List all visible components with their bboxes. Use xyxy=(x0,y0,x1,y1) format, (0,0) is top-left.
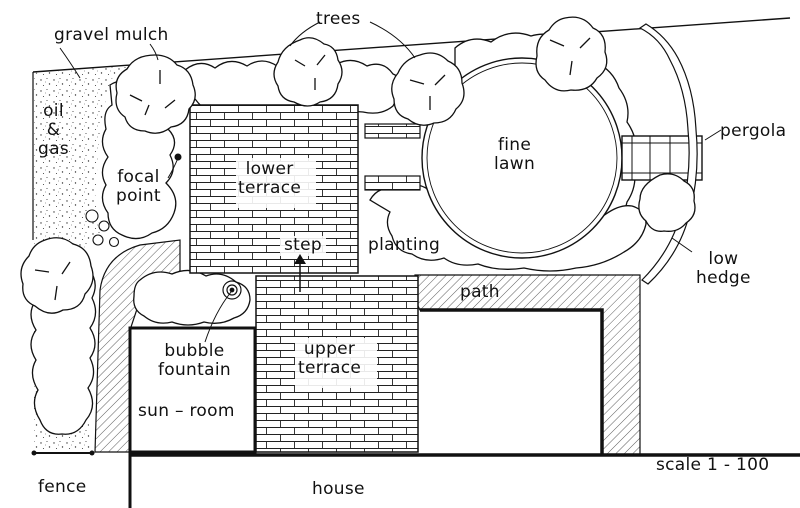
label-upper-terrace-word: terrace xyxy=(298,358,362,378)
label-hedge: hedge xyxy=(696,268,751,288)
bubble-fountain-symbol xyxy=(222,280,242,300)
label-lower: lower xyxy=(245,159,294,179)
label-bubble: bubble xyxy=(164,341,225,361)
tree-top-center xyxy=(273,37,343,107)
label-fountain: fountain xyxy=(158,360,231,380)
label-ampersand: & xyxy=(46,120,61,140)
step-arrowhead xyxy=(294,254,306,264)
label-path: path xyxy=(460,282,500,302)
label-low-hedge: low hedge xyxy=(696,250,751,288)
label-lower-terrace-word: terrace xyxy=(238,178,302,198)
label-upper: upper xyxy=(303,339,356,359)
upper-terrace xyxy=(255,275,419,453)
label-point: point xyxy=(116,186,161,206)
label-low: low xyxy=(708,249,739,269)
tree-top-right xyxy=(391,52,465,126)
focal-point-marker xyxy=(174,153,182,161)
label-focal: focal xyxy=(117,167,160,187)
label-lower-terrace: lower terrace xyxy=(238,160,301,198)
label-lawn: lawn xyxy=(494,154,536,174)
upper-terrace-label-bg xyxy=(295,338,377,388)
tree-far-right xyxy=(535,16,608,92)
label-oil-gas: oil & gas xyxy=(38,102,69,159)
label-gas: gas xyxy=(38,139,69,159)
label-planting: planting xyxy=(368,235,441,255)
label-sun-room: sun – room xyxy=(138,401,235,421)
tree-left-lower xyxy=(20,237,94,314)
label-fine: fine xyxy=(497,135,532,155)
stepping-stone-top xyxy=(364,123,421,139)
label-fine-lawn: fine lawn xyxy=(494,136,535,174)
label-house: house xyxy=(312,479,365,499)
label-upper-terrace: upper terrace xyxy=(298,340,361,378)
lower-terrace-label-bg xyxy=(236,158,316,208)
stepping-stone-bottom xyxy=(364,175,421,191)
label-bubble-fountain: bubble fountain xyxy=(158,342,231,380)
label-oil: oil xyxy=(43,101,64,121)
label-trees: trees xyxy=(316,9,361,29)
leader-lines xyxy=(59,21,722,343)
label-fence: fence xyxy=(38,477,87,497)
label-pergola: pergola xyxy=(720,121,787,141)
step-label-bg xyxy=(280,236,326,256)
label-scale: scale 1 - 100 xyxy=(656,455,770,475)
label-step: step xyxy=(284,235,322,255)
tree-right-hedge xyxy=(638,173,696,232)
garden-path-lower xyxy=(414,274,641,456)
label-gravel-mulch: gravel mulch xyxy=(54,25,169,45)
house-outline-right xyxy=(420,308,604,455)
tree-left xyxy=(115,54,196,134)
label-focal-point: focal point xyxy=(116,168,161,206)
bubble-fountain-planting xyxy=(133,269,251,326)
